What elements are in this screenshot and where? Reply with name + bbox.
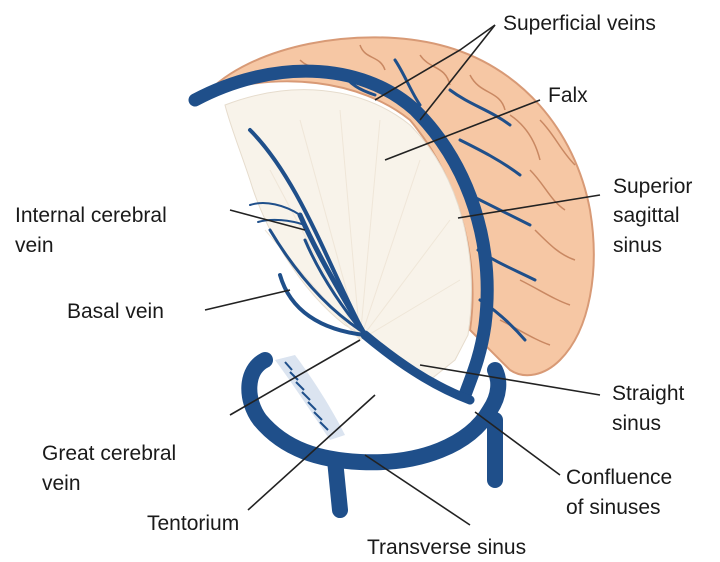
label-straight-sinus-line2: sinus xyxy=(612,412,661,435)
label-tentorium: Tentorium xyxy=(147,512,239,535)
sigmoid-descending-left xyxy=(335,460,340,510)
label-basal-vein: Basal vein xyxy=(67,300,164,323)
label-confluence-of-sinuses-line1: Confluence xyxy=(566,466,672,489)
label-confluence-of-sinuses-line2: of sinuses xyxy=(566,496,661,519)
label-straight-sinus-line1: Straight xyxy=(612,382,685,405)
label-superior-sagittal-sinus-line3: sinus xyxy=(613,234,662,257)
label-superior-sagittal-sinus-line2: sagittal xyxy=(613,204,680,227)
label-internal-cerebral-vein-line2: vein xyxy=(15,234,54,257)
tentorium-sheet xyxy=(275,355,345,440)
label-superior-sagittal-sinus-line1: Superior xyxy=(613,175,692,198)
label-internal-cerebral-vein-line1: Internal cerebral xyxy=(15,204,167,227)
label-great-cerebral-vein-line2: vein xyxy=(42,472,81,495)
label-falx: Falx xyxy=(548,84,588,107)
label-transverse-sinus: Transverse sinus xyxy=(367,536,526,559)
label-great-cerebral-vein-line1: Great cerebral xyxy=(42,442,176,465)
label-superficial-veins: Superficial veins xyxy=(503,12,656,35)
